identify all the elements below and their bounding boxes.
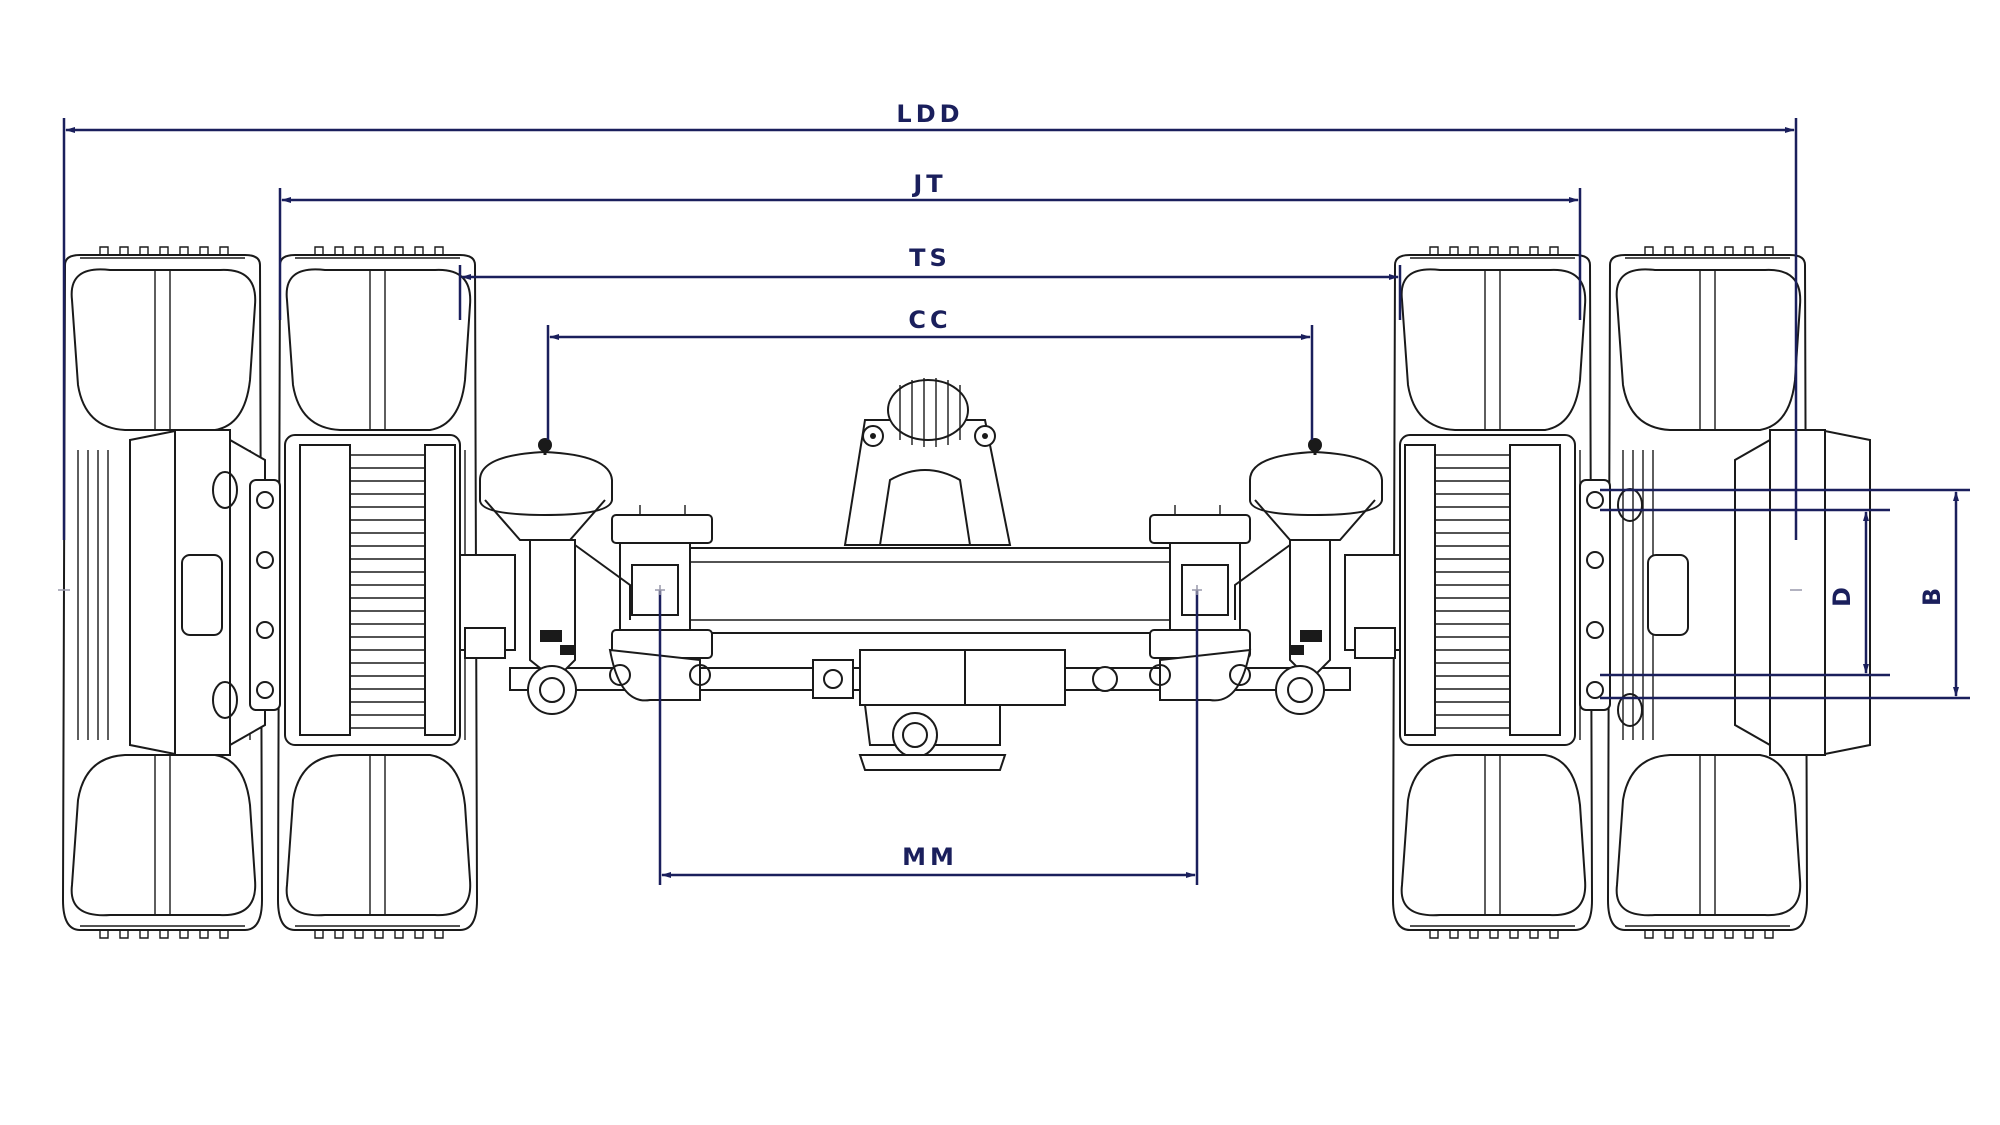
mm-label: MM [902, 843, 958, 871]
right-brake-chamber [1149, 438, 1383, 715]
ldd-label: LDD [896, 100, 963, 128]
b-label: B [1918, 584, 1946, 606]
centre-marks [58, 585, 1802, 595]
d-label: D [1828, 583, 1856, 607]
right-brake-drum [1399, 434, 1576, 746]
axle-beam [459, 505, 1401, 659]
left-wheel-hub [129, 428, 281, 757]
cc-label: CC [908, 306, 951, 334]
tie-rod-assembly [509, 649, 1351, 771]
spring-seat [843, 378, 1012, 546]
dimension-labels: LDD JT TS CC MM D B [896, 100, 1946, 871]
dimension-lines [62, 118, 1970, 885]
left-brake-chamber [479, 438, 711, 715]
ts-label: TS [909, 244, 951, 272]
jt-label: JT [911, 170, 946, 198]
left-brake-drum [284, 434, 461, 746]
